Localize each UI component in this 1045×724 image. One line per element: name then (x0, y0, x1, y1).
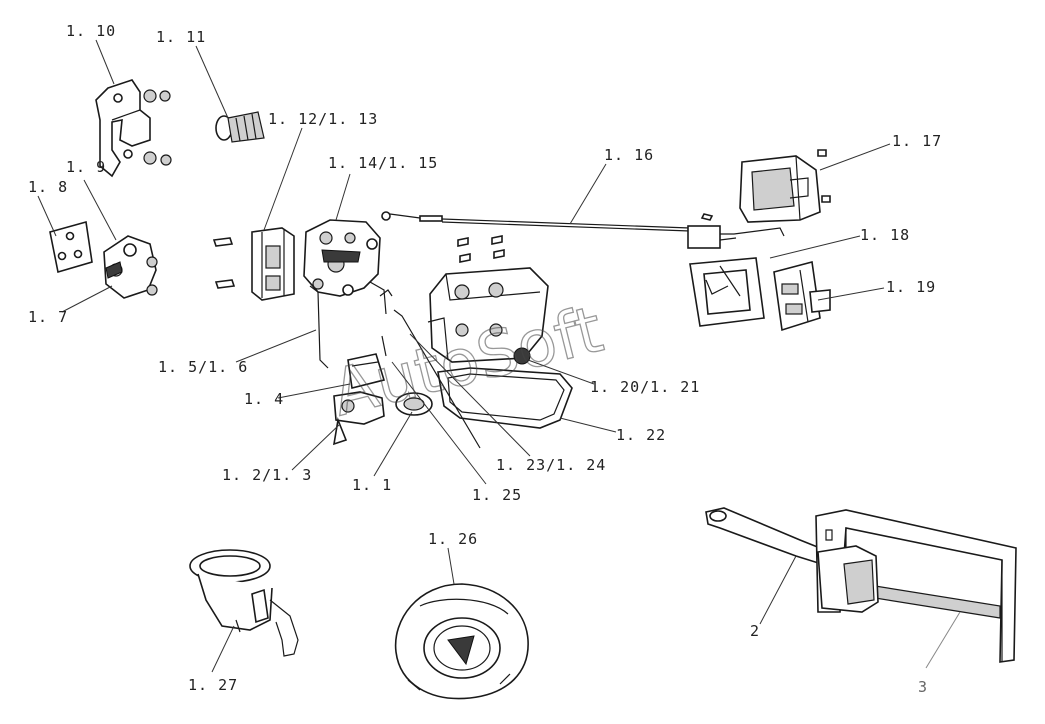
label-1-25: 1. 25 (472, 486, 522, 504)
part-1-17-cover-housing (739, 149, 831, 223)
label-1-16: 1. 16 (604, 146, 654, 164)
part-1-1-cam (395, 392, 433, 416)
part-1-18-frame (689, 257, 765, 327)
label-1-10: 1. 10 (66, 22, 116, 40)
part-1-19-hinge (773, 260, 831, 332)
label-1-2-1-3: 1. 2/1. 3 (222, 466, 312, 484)
label-1-20-1-21: 1. 20/1. 21 (590, 378, 700, 396)
label-1-26: 1. 26 (428, 530, 478, 548)
label-3: 3 (918, 678, 928, 696)
part-1-2-lock-cylinder (332, 391, 385, 446)
part-1-22-gasket (437, 367, 573, 429)
label-1-23-1-24: 1. 23/1. 24 (496, 456, 606, 474)
label-1-11: 1. 11 (156, 28, 206, 46)
label-1-1: 1. 1 (352, 476, 392, 494)
part-1-23-rod (381, 309, 481, 449)
leader-lines (37, 39, 961, 673)
part-3-bracket-frame (815, 509, 1017, 663)
part-1-12-lock-housing (212, 227, 295, 301)
part-1-16-release-cable (381, 211, 785, 249)
label-1-8: 1. 8 (28, 178, 68, 196)
label-1-7: 1. 7 (28, 308, 68, 326)
part-1-5-link-rod (309, 285, 393, 369)
part-2-support-arm (705, 507, 831, 568)
part-1-4-lever (347, 353, 386, 389)
part-1-26-fuel-cap (394, 583, 529, 700)
label-1-27: 1. 27 (188, 676, 238, 694)
part-1-20-handle-housing (427, 235, 549, 365)
label-1-9: 1. 9 (66, 158, 106, 176)
label-1-19: 1. 19 (886, 278, 936, 296)
part-1-8-plate (49, 220, 93, 274)
label-1-18: 1. 18 (860, 226, 910, 244)
label-1-17: 1. 17 (892, 132, 942, 150)
part-1-10-hinge-bracket (95, 79, 172, 178)
part-1-11-stud (215, 111, 265, 143)
label-1-4: 1. 4 (244, 390, 284, 408)
label-1-14-1-15: 1. 14/1. 15 (328, 154, 438, 172)
label-1-12-1-13: 1. 12/1. 13 (268, 110, 378, 128)
part-1-14-latch-mechanism (303, 219, 387, 315)
label-1-5-1-6: 1. 5/1. 6 (158, 358, 248, 376)
part-1-27-filler-neck (189, 549, 299, 657)
part-1-9-striker-bracket (103, 235, 158, 299)
label-1-22: 1. 22 (616, 426, 666, 444)
label-2: 2 (750, 622, 760, 640)
callout-labels: 1. 10 1. 11 1. 12/1. 13 1. 14/1. 15 1. 1… (28, 22, 942, 696)
